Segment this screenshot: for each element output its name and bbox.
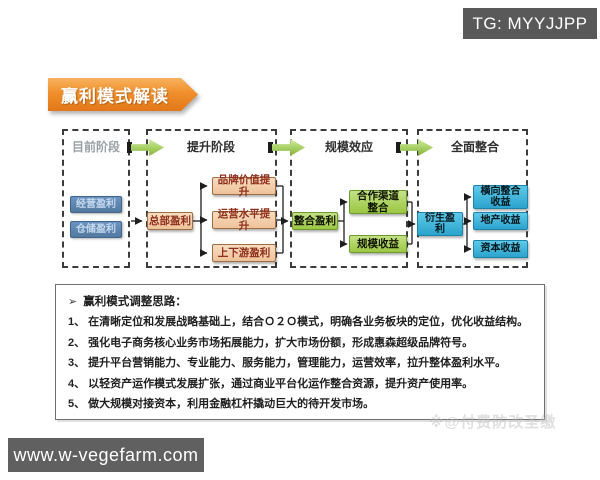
- stage-arrow-icon: [396, 139, 433, 156]
- stage-arrow-icon: [268, 139, 305, 156]
- page-title: 赢利模式解读: [61, 87, 169, 106]
- node-capital-income: 资本收益: [473, 240, 528, 258]
- watermark-site: www.w-vegefarm.com: [8, 438, 204, 472]
- stage-column-improve: [146, 129, 277, 268]
- notes-title: ➢赢利模式调整思路：: [68, 296, 187, 308]
- title-banner: 赢利模式解读: [48, 78, 198, 111]
- note-item: 5、 做大规模对接资本，利用金融杠杆撬动巨大的待开发市场。: [68, 398, 375, 410]
- tg-badge: TG: MYYJJPP: [463, 8, 597, 39]
- notes-box: ➢赢利模式调整思路： 1、 在清晰定位和发展战略基础上，结合Ｏ２Ｏ模式，明确各业…: [55, 284, 545, 420]
- stage-column-scale: [290, 129, 408, 268]
- node-headquarters-profit: 总部盈利: [147, 212, 193, 230]
- tg-badge-label: TG: MYYJJPP: [472, 13, 588, 33]
- note-item: 1、 在清晰定位和发展战略基础上，结合Ｏ２Ｏ模式，明确各业务板块的定位，优化收益…: [68, 316, 529, 328]
- note-item: 3、 提升平台营销能力、专业能力、服务能力，管理能力，运营效率，拉升整体盈利水平…: [68, 357, 507, 369]
- stage-label-current: 目前阶段: [71, 140, 120, 154]
- note-item: 4、 以轻资产运作模式发展扩张，通过商业平台化运作整合资源，提升资产使用率。: [68, 377, 474, 390]
- node-operating-profit: 经营盈利: [70, 196, 122, 213]
- node-warehouse-profit: 仓储盈利: [70, 221, 122, 238]
- stage-label-improve: 提升阶段: [186, 140, 235, 154]
- node-integration-profit: 整合盈利: [292, 212, 338, 230]
- stage-column-current: [62, 129, 130, 268]
- node-operation-level: 运营水平提升: [212, 208, 276, 232]
- watermark-corner: ※@付费防改圣缴: [429, 414, 557, 431]
- stage-label-full: 全面整合: [450, 140, 499, 154]
- node-horizontal-income: 横向整合收益: [473, 185, 528, 209]
- note-item: 2、 强化电子商务核心业务市场拓展能力，扩大市场份额，形成惠森超级品牌符号。: [68, 336, 474, 349]
- node-realestate-income: 地产收益: [473, 212, 528, 230]
- arrow-bullet-icon: ➢: [68, 296, 78, 308]
- stage-label-scale: 规模效应: [324, 140, 373, 154]
- node-channel-integration: 合作渠道整合: [349, 190, 407, 214]
- node-brand-value: 品牌价值提升: [212, 174, 276, 198]
- node-derivative-profit: 衍生盈利: [417, 212, 463, 236]
- node-updownstream-profit: 上下游盈利: [212, 244, 276, 262]
- stage-arrow-icon: [127, 139, 164, 156]
- node-scale-income: 规模收益: [349, 235, 407, 253]
